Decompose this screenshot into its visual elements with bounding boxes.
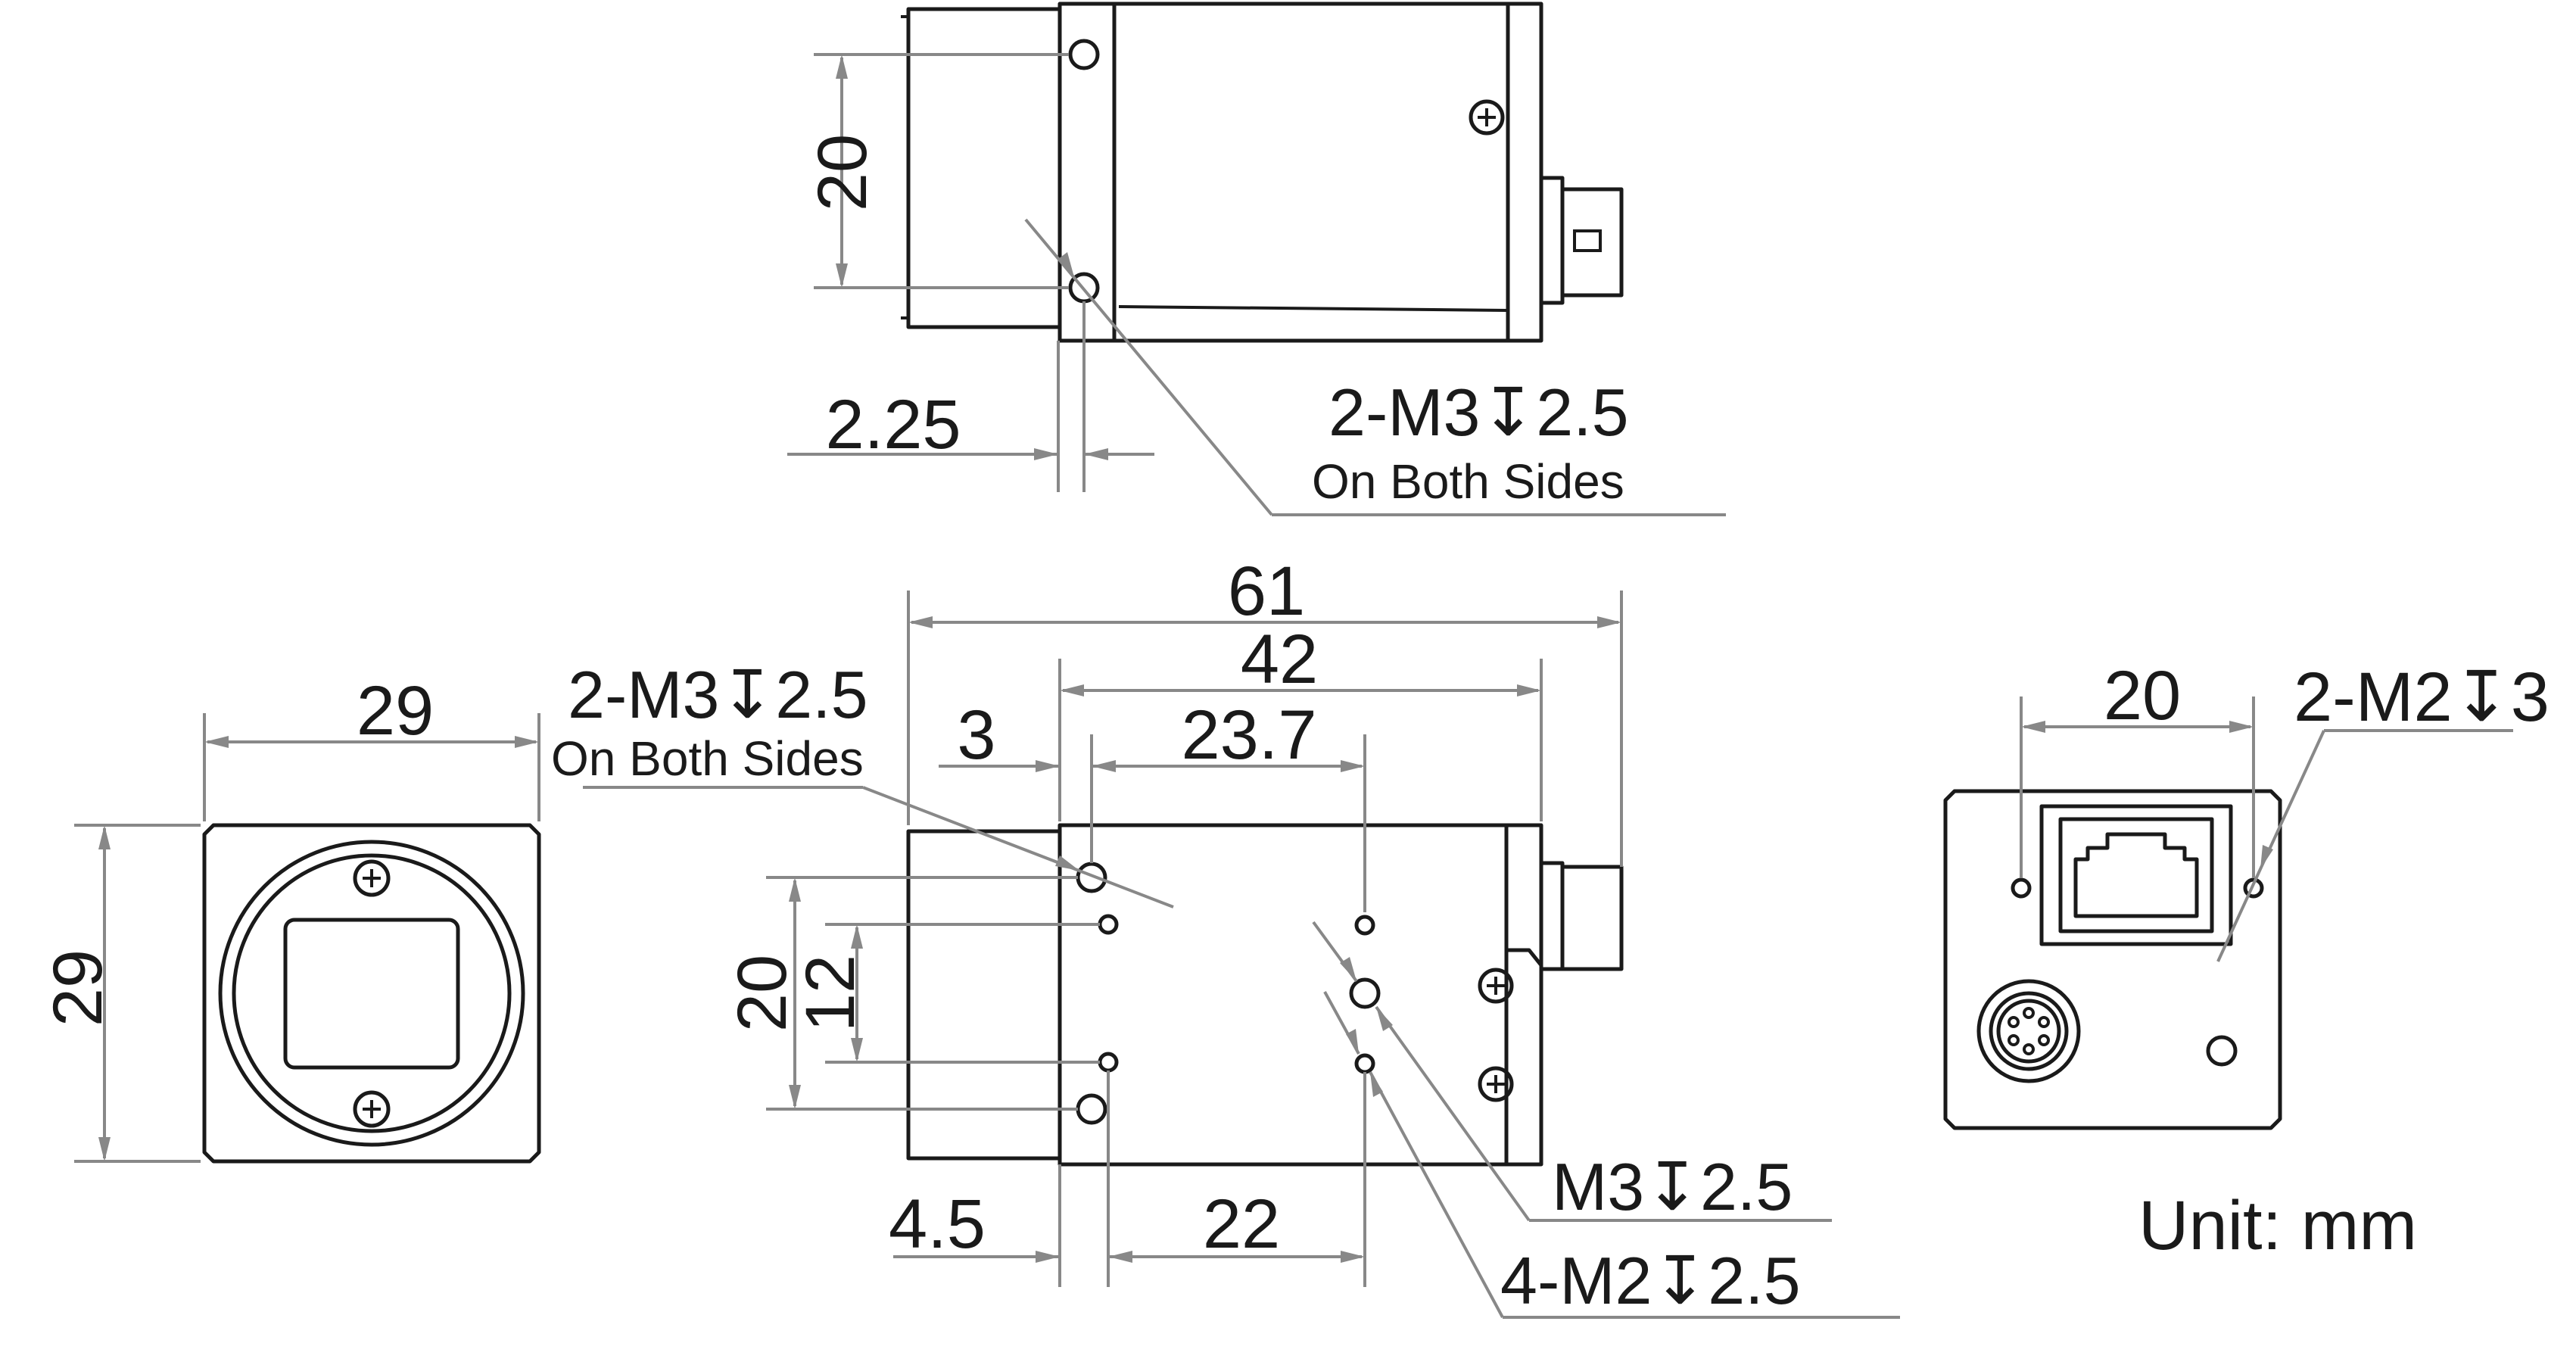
screw-icon [1478, 968, 1514, 1004]
top-view: 20 2.25 2-M3↧2.5 On Both Sides [787, 2, 1726, 516]
dim-23.7: 23.7 [1181, 697, 1316, 774]
dim-4.5: 4.5 [889, 1186, 986, 1263]
m2-hole-icon [1354, 915, 1375, 936]
dim-42: 42 [1241, 621, 1318, 698]
dim-22: 22 [1203, 1186, 1280, 1263]
mount-hole-icon [1068, 39, 1100, 70]
m3-hole-icon [1076, 862, 1107, 893]
top-dim-20: 20 [804, 134, 881, 211]
dim-61: 61 [1228, 553, 1305, 630]
screw-icon [353, 1090, 391, 1128]
screw-icon [353, 859, 391, 897]
m2-hole-icon [2243, 877, 2264, 899]
m2-hole-icon [1098, 914, 1119, 935]
screw-icon [1469, 99, 1505, 136]
side-dim-20: 20 [724, 955, 801, 1032]
m2-hole-icon [1098, 1052, 1119, 1073]
rear-view: 20 2-M2↧3 Unit: mm [1943, 657, 2550, 1264]
side-view: 61 42 3 23.7 2-M3↧2.5 On Both Sides 20 [551, 553, 1900, 1319]
io-connector-icon [1976, 979, 2081, 1083]
screw-icon [1478, 1066, 1514, 1102]
m3-note: M3↧2.5 [1552, 1149, 1793, 1224]
m3-hole-icon [1349, 977, 1381, 1009]
rear-m2-note: 2-M2↧3 [2294, 659, 2550, 736]
front-view: 29 29 [39, 672, 541, 1164]
side-m3-note: 2-M3↧2.5 [568, 657, 868, 732]
dim-3: 3 [957, 697, 995, 774]
ethernet-port-icon [2039, 804, 2233, 946]
front-height-29: 29 [39, 949, 117, 1027]
top-dim-2.25: 2.25 [825, 386, 961, 463]
rear-dim-20: 20 [2104, 657, 2181, 734]
m2-hole-icon [1354, 1053, 1375, 1074]
front-width-29: 29 [357, 672, 434, 750]
side-both-sides: On Both Sides [551, 731, 864, 786]
side-dim-12: 12 [792, 955, 869, 1032]
unit-label: Unit: mm [2138, 1187, 2417, 1264]
led-icon [2206, 1035, 2238, 1067]
top-both-sides: On Both Sides [1312, 454, 1624, 509]
m2-note: 4-M2↧2.5 [1500, 1243, 1801, 1318]
top-m3-note: 2-M3↧2.5 [1328, 375, 1629, 450]
m3-hole-icon [1076, 1093, 1107, 1125]
m2-hole-icon [2011, 877, 2032, 899]
